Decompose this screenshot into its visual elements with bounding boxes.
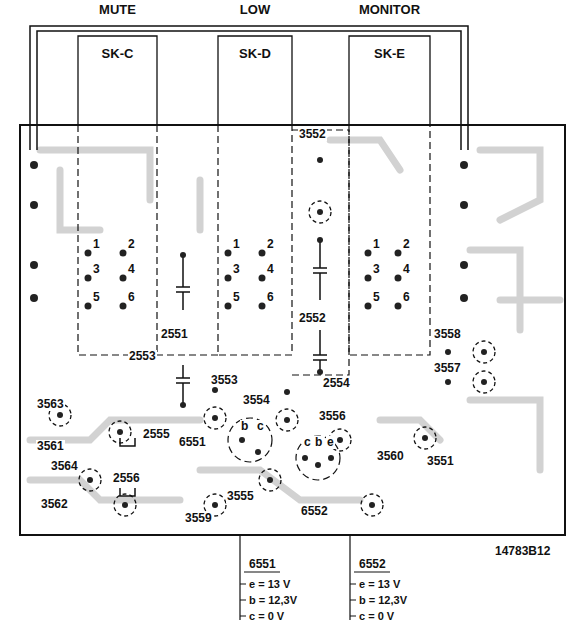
pin-number: 1: [232, 238, 241, 251]
component-number: 3551: [426, 455, 455, 468]
component-number: 3559: [184, 512, 213, 525]
terminal-letter: b: [314, 436, 323, 449]
pin-number: 5: [92, 291, 101, 304]
drawing-number: 14783B12: [494, 545, 551, 558]
component-number: 3557: [433, 362, 462, 375]
component-number: 2554: [322, 377, 351, 390]
pin-number: 4: [402, 263, 411, 276]
component-number: 3553: [210, 374, 239, 387]
component-number: 3552: [298, 128, 327, 141]
pin-number: 2: [266, 238, 275, 251]
component-number: 3556: [318, 410, 347, 423]
component-number: 6552: [358, 558, 387, 571]
function-heading: LOW: [238, 2, 272, 17]
voltage-value: b = 12,3V: [358, 594, 408, 607]
component-number: 3558: [433, 328, 462, 341]
component-number: 2552: [298, 312, 327, 325]
voltage-value: e = 13 V: [248, 578, 291, 591]
pin-number: 2: [402, 238, 411, 251]
voltage-value: e = 13 V: [358, 578, 401, 591]
pin-number: 4: [266, 263, 275, 276]
switch-name: SK-E: [372, 46, 407, 61]
switch-block: MUTE SK-C: [78, 0, 157, 120]
pin-number: 2: [127, 238, 136, 251]
component-number: 6552: [300, 505, 329, 518]
component-number: 3563: [36, 398, 65, 411]
component-number: 2553: [128, 350, 157, 363]
switch-block: LOW SK-D: [218, 0, 292, 120]
pin-number: 4: [127, 263, 136, 276]
pin-number: 1: [92, 238, 101, 251]
pin-number: 1: [372, 238, 381, 251]
component-number: 3562: [40, 498, 69, 511]
component-number: 2551: [160, 328, 189, 341]
component-number: 3561: [36, 440, 65, 453]
pin-number: 3: [372, 263, 381, 276]
terminal-letter: c: [303, 436, 312, 449]
pin-number: 5: [232, 291, 241, 304]
voltage-value: c = 0 V: [358, 610, 395, 623]
pin-number: 6: [266, 291, 275, 304]
voltage-value: b = 12,3V: [248, 594, 298, 607]
component-number: 6551: [178, 436, 207, 449]
voltage-value: c = 0 V: [248, 610, 285, 623]
component-number: 3564: [50, 460, 79, 473]
terminal-letter: c: [256, 420, 265, 433]
function-heading: MUTE: [97, 2, 138, 17]
switch-block: MONITOR SK-E: [349, 0, 430, 120]
component-number: 3555: [226, 490, 255, 503]
pin-number: 3: [232, 263, 241, 276]
terminal-letter: b: [240, 420, 249, 433]
pin-number: 5: [372, 291, 381, 304]
component-number: 3554: [242, 394, 271, 407]
terminal-letter: e: [326, 436, 335, 449]
component-number: 6551: [248, 558, 277, 571]
component-number: 2556: [112, 472, 141, 485]
switch-name: SK-D: [237, 46, 273, 61]
function-heading: MONITOR: [357, 2, 422, 17]
component-number: 3560: [376, 450, 405, 463]
pin-number: 6: [127, 291, 136, 304]
switch-name: SK-C: [100, 46, 136, 61]
pin-number: 3: [92, 263, 101, 276]
pin-number: 6: [402, 291, 411, 304]
component-number: 2555: [142, 428, 171, 441]
